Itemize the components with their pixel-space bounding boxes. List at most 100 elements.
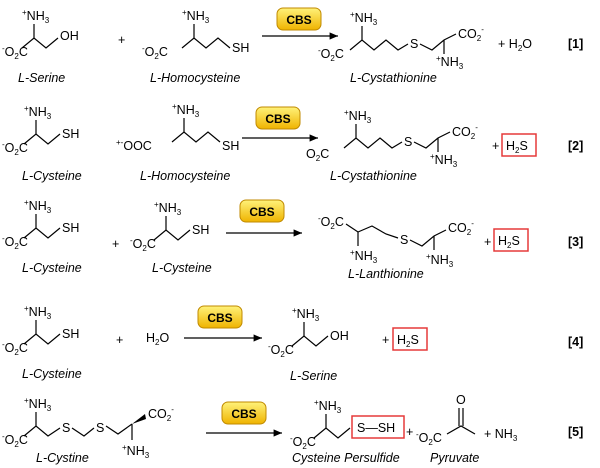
h2s-product: H2S <box>493 228 529 252</box>
molecule-l-cysteine: +NH3 -O2C SH <box>2 304 79 357</box>
name-l-serine: L-Serine <box>18 71 65 85</box>
carboxylate-label: CO2- <box>458 25 484 43</box>
plus-sign: + <box>484 235 491 249</box>
persulfide-label: S—SH <box>357 421 395 435</box>
nh3-label: +NH3 <box>24 198 52 215</box>
name-pyruvate: Pyruvate <box>430 451 479 465</box>
sh-label: SH <box>232 41 249 55</box>
sulfur-label: S <box>96 421 104 435</box>
name-l-cystathionine: L-Cystathionine <box>330 169 417 183</box>
nh3-label: +NH3 <box>350 10 378 27</box>
molecule-l-cystathionine: +NH3 O2C S CO2- +NH3 <box>306 108 478 169</box>
reaction-3: +NH3 -O2C SH L-Cysteine + +NH3 -O2C SH L… <box>2 198 583 281</box>
oh-label: OH <box>330 329 349 343</box>
molecule-l-cysteine: +NH3 -O2C SH <box>2 104 79 157</box>
h2s-product: H2S <box>501 133 537 157</box>
svg-text:CBS: CBS <box>231 407 256 421</box>
nh3-label: +NH3 <box>122 443 150 460</box>
carboxylate-label: +-OOC <box>116 138 152 153</box>
name-l-serine: L-Serine <box>290 369 337 383</box>
molecule-l-homocysteine: +NH3 -O2C SH <box>142 8 249 61</box>
svg-text:CBS: CBS <box>207 311 232 325</box>
reaction-1: +NH3 -O2C OH L-Serine + +NH3 -O2C SH L-H… <box>2 7 583 85</box>
reaction-number-4: [4] <box>568 335 583 349</box>
plus-sign: + <box>116 333 123 347</box>
svg-text:H2S: H2S <box>397 333 419 349</box>
plus-sign: + <box>492 139 499 153</box>
reaction-number-5: [5] <box>568 425 583 439</box>
nh3-label: +NH3 <box>350 248 378 265</box>
molecule-l-serine: +NH3 -O2C OH <box>2 8 79 61</box>
name-cysteine-persulfide: Cysteine Persulfide <box>292 451 400 465</box>
molecule-pyruvate: O -O2C <box>416 393 476 447</box>
name-l-cysteine-2: L-Cysteine <box>152 261 212 275</box>
nh3-label: +NH3 <box>426 252 454 269</box>
carboxylate-label: -O2C <box>416 430 442 447</box>
cbs-badge: CBS <box>239 199 285 223</box>
plus-sign: + <box>406 425 413 439</box>
nh3-label: +NH3 <box>24 304 52 321</box>
h2s-product: H2S <box>392 327 428 351</box>
molecule-cysteine-persulfide: +NH3 -O2C S—SH <box>290 398 405 451</box>
ammonia-product: + NH3 <box>484 427 518 443</box>
nh3-label: +NH3 <box>314 398 342 415</box>
plus-sign: + <box>112 237 119 251</box>
carboxylate-label: CO2- <box>148 405 174 423</box>
cbs-badge: CBS <box>276 7 322 31</box>
persulfide-highlight <box>351 415 405 439</box>
sh-label: SH <box>62 221 79 235</box>
nh3-label: +NH3 <box>24 396 52 413</box>
plus-sign: + <box>382 333 389 347</box>
sh-label: SH <box>62 127 79 141</box>
cbs-badge: CBS <box>221 401 267 425</box>
name-l-cysteine: L-Cysteine <box>22 367 82 381</box>
name-l-cystathionine: L-Cystathionine <box>350 71 437 85</box>
reaction-number-3: [3] <box>568 235 583 249</box>
svg-text:CBS: CBS <box>286 13 311 27</box>
name-l-cysteine: L-Cysteine <box>22 261 82 275</box>
sulfur-label: S <box>404 135 412 149</box>
oxygen-label: O <box>456 393 466 407</box>
sulfur-label: S <box>400 233 408 247</box>
nh3-label: +NH3 <box>24 104 52 121</box>
nh3-label: +NH3 <box>430 152 458 169</box>
reaction-4: +NH3 -O2C SH L-Cysteine + H2O CBS +NH3 -… <box>2 304 583 383</box>
molecule-l-cystathionine: +NH3 -O2C S CO2- +NH3 <box>318 10 484 71</box>
nh3-label: +NH3 <box>292 306 320 323</box>
sh-label: SH <box>192 223 209 237</box>
cbs-badge: CBS <box>255 106 301 130</box>
carboxylate-label: -O2C <box>2 340 28 357</box>
reaction-number-1: [1] <box>568 37 583 51</box>
carboxylate-label: -O2C <box>2 44 28 61</box>
nh3-label: +NH3 <box>182 8 210 25</box>
molecule-l-cysteine-2: +NH3 -O2C SH <box>130 200 209 253</box>
reaction-2: +NH3 -O2C SH L-Cysteine +NH3 +-OOC SH L-… <box>2 102 583 183</box>
carboxylate-label: -O2C <box>268 342 294 359</box>
name-l-homocysteine: L-Homocysteine <box>150 71 240 85</box>
molecule-l-cystine: +NH3 -O2C S S CO2- +NH3 <box>2 396 174 460</box>
water-reactant: H2O <box>146 331 169 347</box>
sh-label: SH <box>62 327 79 341</box>
sh-label: SH <box>222 139 239 153</box>
carboxylate-label: -O2C <box>290 434 316 451</box>
molecule-l-serine: +NH3 -O2C OH <box>268 306 349 359</box>
name-l-lanthionine: L-Lanthionine <box>348 267 424 281</box>
carboxylate-label: -O2C <box>2 432 28 449</box>
carboxylate-label: -O2C <box>318 214 344 231</box>
carboxylate-label: -O2C <box>2 140 28 157</box>
nh3-label: +NH3 <box>22 8 50 25</box>
sulfur-label: S <box>62 421 70 435</box>
carboxylate-label: -O2C <box>130 236 156 253</box>
carboxylate-label: CO2- <box>452 123 478 141</box>
carboxylate-label: CO2- <box>448 219 474 237</box>
nh3-label: +NH3 <box>154 200 182 217</box>
svg-text:H2S: H2S <box>498 234 520 250</box>
svg-text:CBS: CBS <box>265 112 290 126</box>
carboxylate-label: -O2C <box>2 234 28 251</box>
reaction-number-2: [2] <box>568 139 583 153</box>
carboxylate-label: -O2C <box>318 46 344 63</box>
molecule-l-homocysteine: +NH3 +-OOC SH <box>116 102 239 153</box>
cbs-badge: CBS <box>197 305 243 329</box>
molecule-l-lanthionine: -O2C +NH3 S CO2- +NH3 <box>318 214 474 269</box>
svg-text:H2S: H2S <box>506 139 528 155</box>
